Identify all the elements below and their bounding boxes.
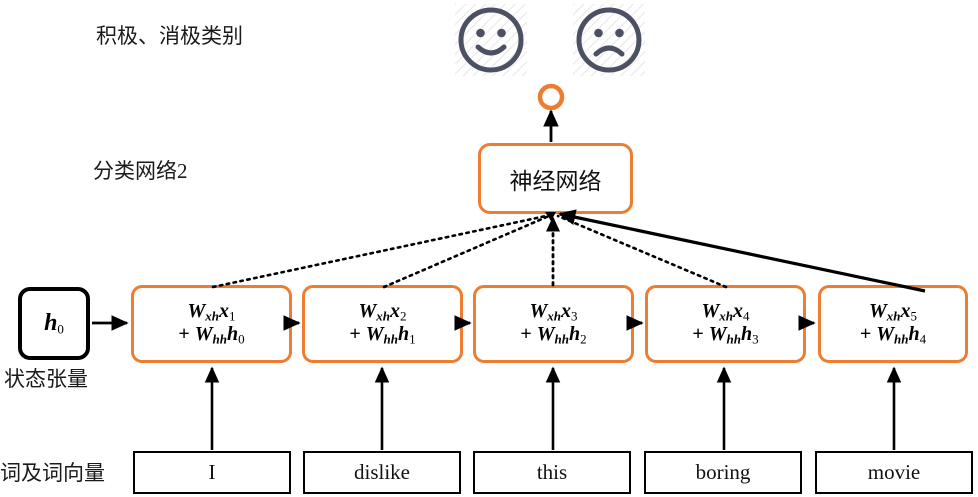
rnn-cell-3[interactable]: Wxhx3 + Whhh2 [473,285,634,363]
solid-link-cell5-to-nn [558,209,926,293]
word-box-1[interactable]: I [133,451,291,494]
label-classifier-network: 分类网络2 [93,159,188,183]
word-box-5[interactable]: movie [815,451,973,494]
word-label-1: I [208,460,216,484]
rnn-cell-5-line1: Wxhx5 [868,300,918,324]
word-label-4: boring [695,460,751,484]
rnn-cell-3-line2: + Whhh2 [520,323,587,347]
rnn-cell-4-line2: + Whhh3 [692,323,759,347]
label-state-tensor: 状态张量 [4,367,88,391]
word-box-3[interactable]: this [473,451,631,494]
smiley-face-icon [455,4,527,76]
rnn-cell-1-line2: + Whhh0 [178,323,245,347]
initial-state-box[interactable]: h0 [18,287,90,360]
rnn-cell-3-line1: Wxhx3 [529,300,578,324]
dotted-link-cell4-to-nn [556,214,728,289]
rnn-cell-4-formula: Wxhx4 + Whhh3 [648,288,803,360]
rnn-cell-2-formula: Wxhx2 + Whhh1 [305,288,460,360]
initial-state-label: h0 [44,309,64,337]
word-box-4[interactable]: boring [644,451,802,494]
dotted-link-cell1-to-nn [211,214,548,289]
word-label-2: dislike [354,460,410,484]
rnn-cell-2[interactable]: Wxhx2 + Whhh1 [302,285,463,363]
neural-network-label: 神经网络 [509,168,602,194]
rnn-cell-5-line2: + Whhh4 [859,323,927,347]
rnn-cell-1-line1: Wxhx1 [187,300,236,324]
word-box-2[interactable]: dislike [303,451,461,494]
word-label-3: this [536,460,568,484]
rnn-cell-2-line1: Wxhx2 [358,300,407,324]
rnn-cell-4-line1: Wxhx4 [701,300,750,324]
rnn-cell-5-formula: Wxhx5 + Whhh4 [821,288,965,360]
rnn-cell-1[interactable]: Wxhx1 + Whhh0 [131,285,292,363]
frowny-face-icon [573,4,645,76]
rnn-cell-3-formula: Wxhx3 + Whhh2 [476,288,631,360]
rnn-cell-4[interactable]: Wxhx4 + Whhh3 [645,285,806,363]
neural-network-box[interactable]: 神经网络 [478,143,633,214]
dotted-link-cell2-to-nn [382,214,551,289]
rnn-cell-2-line2: + Whhh1 [349,323,416,347]
rnn-cell-1-formula: Wxhx1 + Whhh0 [134,288,289,360]
rnn-cell-5[interactable]: Wxhx5 + Whhh4 [818,285,968,363]
output-circle[interactable] [537,83,565,111]
label-sentiment-classes: 积极、消极类别 [96,24,243,48]
label-word-vectors: 词及词向量 [0,461,105,485]
word-label-5: movie [867,460,921,484]
